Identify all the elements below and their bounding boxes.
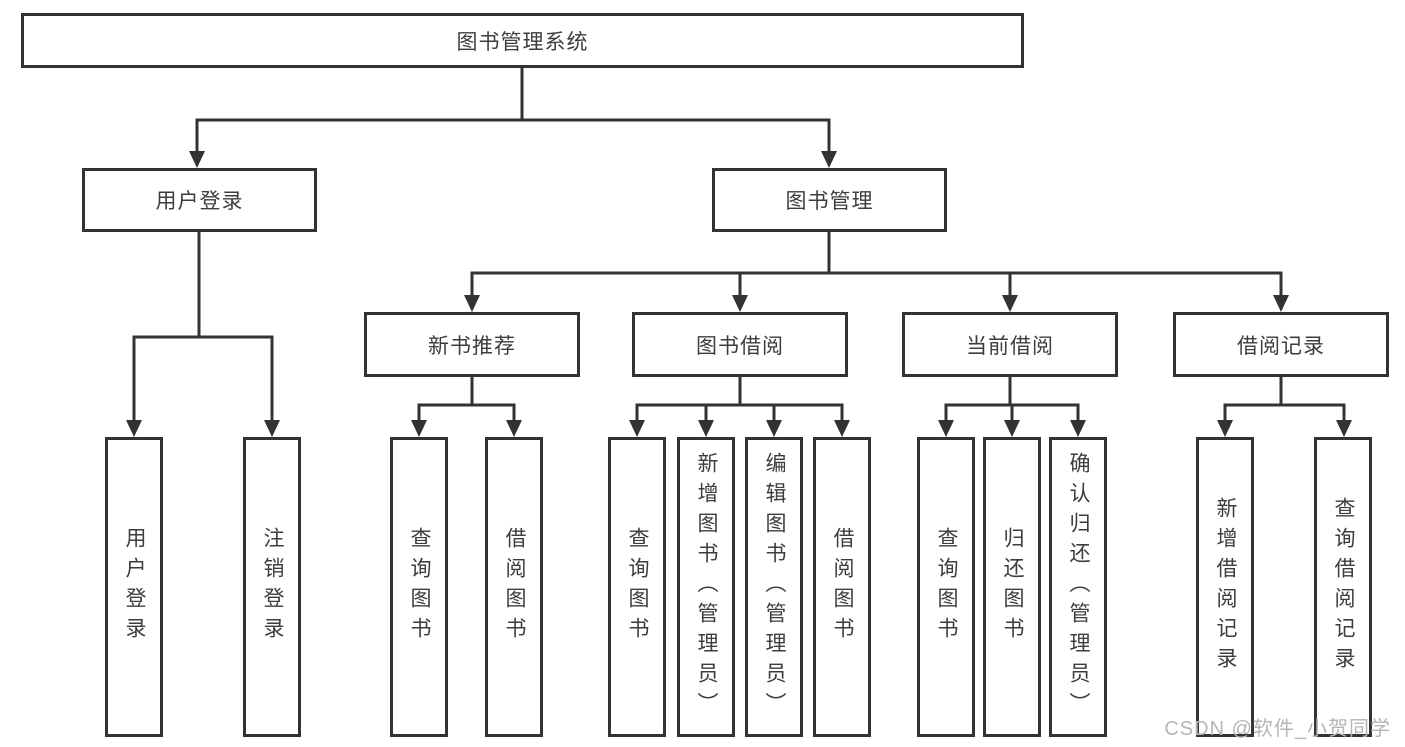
csdn-watermark: CSDN @软件_小贺同学 <box>1164 718 1391 740</box>
arrowheads <box>126 151 1352 437</box>
node-current-borrow-label: 当前借阅 <box>966 334 1054 358</box>
leaf-logout: 注销登录 <box>243 437 301 737</box>
leaf-borrow-books-borrow: 借阅图书 <box>813 437 871 737</box>
connector-current-borrow-to-children <box>944 377 1080 422</box>
leaf-query-borrow-record-label: 查询借阅记录 <box>1332 497 1356 677</box>
leaf-borrow-books-recommend: 借阅图书 <box>485 437 543 737</box>
connector-root-to-level2 <box>195 68 831 153</box>
leaf-borrow-books-borrow-label: 借阅图书 <box>831 527 855 647</box>
node-root: 图书管理系统 <box>21 13 1024 68</box>
node-new-book-recommend-label: 新书推荐 <box>428 334 516 358</box>
leaf-query-books-borrow-label: 查询图书 <box>626 527 650 647</box>
node-book-management-label: 图书管理 <box>785 190 874 213</box>
leaf-add-book-admin: 新增图书（管理员） <box>677 437 735 737</box>
leaf-add-borrow-record-label: 新增借阅记录 <box>1214 497 1238 677</box>
leaf-return-book-label: 归还图书 <box>1001 527 1025 647</box>
leaf-add-book-admin-label: 新增图书（管理员） <box>695 452 719 722</box>
node-book-management: 图书管理 <box>712 168 947 232</box>
leaf-borrow-books-recommend-label: 借阅图书 <box>503 527 527 647</box>
leaf-query-books-current: 查询图书 <box>917 437 975 737</box>
node-book-borrow-label: 图书借阅 <box>696 334 784 358</box>
leaf-query-books-borrow: 查询图书 <box>608 437 666 737</box>
leaf-add-borrow-record: 新增借阅记录 <box>1196 437 1254 737</box>
connector-borrow-records-to-children <box>1223 377 1346 422</box>
leaf-user-login: 用户登录 <box>105 437 163 737</box>
node-root-label: 图书管理系统 <box>456 30 589 54</box>
leaf-confirm-return-admin-label: 确认归还（管理员） <box>1067 452 1091 722</box>
node-book-borrow: 图书借阅 <box>632 312 848 377</box>
leaf-edit-book-admin-label: 编辑图书（管理员） <box>763 452 787 722</box>
node-new-book-recommend: 新书推荐 <box>364 312 580 377</box>
connector-book-borrow-to-children <box>635 377 844 422</box>
connector-new-book-recommend-to-children <box>417 377 516 422</box>
node-borrow-records-label: 借阅记录 <box>1237 334 1325 358</box>
leaf-query-borrow-record: 查询借阅记录 <box>1314 437 1372 737</box>
node-current-borrow: 当前借阅 <box>902 312 1118 377</box>
leaf-return-book: 归还图书 <box>983 437 1041 737</box>
leaf-confirm-return-admin: 确认归还（管理员） <box>1049 437 1107 737</box>
node-user-login-label: 用户登录 <box>155 190 244 213</box>
connector-user-login-to-children <box>132 232 274 422</box>
node-borrow-records: 借阅记录 <box>1173 312 1389 377</box>
leaf-query-books-recommend: 查询图书 <box>390 437 448 737</box>
node-user-login: 用户登录 <box>82 168 317 232</box>
leaf-edit-book-admin: 编辑图书（管理员） <box>745 437 803 737</box>
leaf-query-books-recommend-label: 查询图书 <box>408 527 432 647</box>
leaf-query-books-current-label: 查询图书 <box>935 527 959 647</box>
leaf-logout-label: 注销登录 <box>261 527 285 647</box>
connector-book-management-to-children <box>470 232 1283 297</box>
leaf-user-login-label: 用户登录 <box>123 527 147 647</box>
